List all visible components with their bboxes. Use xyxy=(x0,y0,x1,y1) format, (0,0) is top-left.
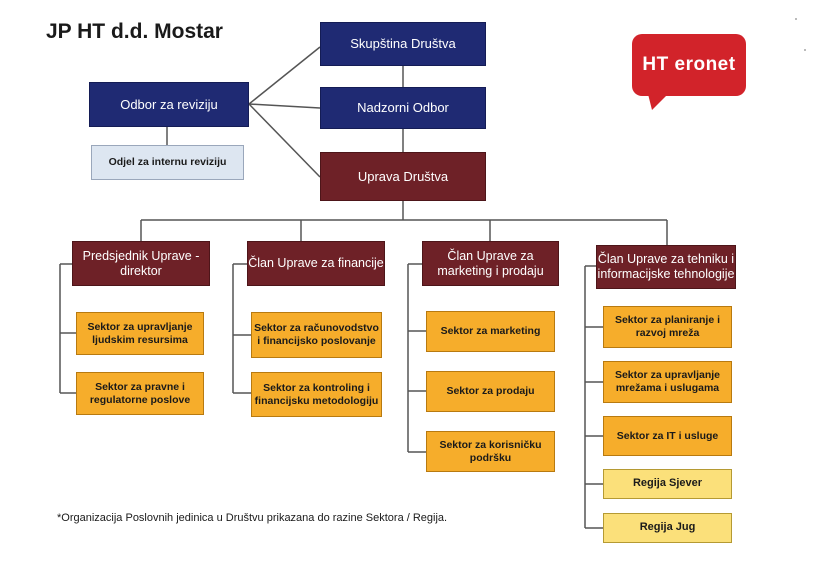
column-head-label: Predsjednik Uprave - direktor xyxy=(82,248,200,278)
sektor-box: Sektor za računovodstvo i financijsko po… xyxy=(251,312,382,358)
skupstina-drustva-box: Skupština Društva xyxy=(320,22,486,66)
column-head-label: Član Uprave za financije xyxy=(248,256,384,270)
sektor-label: Sektor za računovodstvo i financijsko po… xyxy=(254,322,379,347)
scan-speck xyxy=(804,49,806,51)
sektor-box: Sektor za korisničku podršku xyxy=(426,431,555,472)
sektor-box: Sektor za pravne i regulatorne poslove xyxy=(76,372,204,415)
regija-box: Regija Sjever xyxy=(603,469,732,499)
column-head-marketing: Član Uprave za marketing i prodaju xyxy=(422,241,559,286)
sektor-box: Sektor za upravljanje mrežama i uslugama xyxy=(603,361,732,403)
sektor-box: Sektor za upravljanje ljudskim resursima xyxy=(76,312,204,355)
sektor-label: Sektor za upravljanje mrežama i uslugama xyxy=(614,369,721,394)
column-head-tehnika: Član Uprave za tehniku i informacijske t… xyxy=(596,245,736,289)
nadzorni-odbor-label: Nadzorni Odbor xyxy=(357,100,449,116)
odbor-za-reviziju-box: Odbor za reviziju xyxy=(89,82,249,127)
column-head-financije: Član Uprave za financije xyxy=(247,241,385,286)
ht-eronet-logo: HT eronet xyxy=(632,34,746,96)
sektor-label: Sektor za korisničku podršku xyxy=(439,438,542,464)
sektor-label: Sektor za planiranje i razvoj mreža xyxy=(614,314,721,339)
odbor-za-reviziju-label: Odbor za reviziju xyxy=(120,96,218,112)
column-head-label: Član Uprave za tehniku i informacijske t… xyxy=(597,252,735,281)
scan-speck xyxy=(795,18,797,20)
sektor-label: Sektor za upravljanje ljudskim resursima xyxy=(87,320,193,346)
column-head-predsjednik: Predsjednik Uprave - direktor xyxy=(72,241,210,286)
sektor-label: Sektor za prodaju xyxy=(446,385,535,398)
page-title: JP HT d.d. Mostar xyxy=(46,20,223,43)
sektor-box: Sektor za planiranje i razvoj mreža xyxy=(603,306,732,348)
sektor-label: Sektor za kontroling i financijsku metod… xyxy=(254,381,379,407)
sektor-box: Sektor za IT i usluge xyxy=(603,416,732,456)
uprava-drustva-box: Uprava Društva xyxy=(320,152,486,201)
footnote: *Organizacija Poslovnih jedinica u Društ… xyxy=(57,512,448,524)
skupstina-drustva-label: Skupština Društva xyxy=(350,36,456,52)
sektor-box: Sektor za prodaju xyxy=(426,371,555,412)
logo-text: HT eronet xyxy=(642,54,736,75)
regija-box: Regija Jug xyxy=(603,513,732,543)
sektor-box: Sektor za kontroling i financijsku metod… xyxy=(251,372,382,417)
sektor-box: Sektor za marketing xyxy=(426,311,555,352)
logo-speech-tail xyxy=(648,94,668,110)
odjel-za-internu-reviziju-label: Odjel za internu reviziju xyxy=(108,156,227,169)
sektor-label: Sektor za IT i usluge xyxy=(616,429,719,442)
sektor-label: Sektor za pravne i regulatorne poslove xyxy=(89,380,191,406)
uprava-drustva-label: Uprava Društva xyxy=(357,168,449,184)
regija-label: Regija Sjever xyxy=(632,477,703,490)
nadzorni-odbor-box: Nadzorni Odbor xyxy=(320,87,486,129)
odjel-za-internu-reviziju-box: Odjel za internu reviziju xyxy=(91,145,244,180)
column-head-label: Član Uprave za marketing i prodaju xyxy=(437,248,544,278)
regija-label: Regija Jug xyxy=(639,521,696,534)
sektor-label: Sektor za marketing xyxy=(440,325,541,338)
